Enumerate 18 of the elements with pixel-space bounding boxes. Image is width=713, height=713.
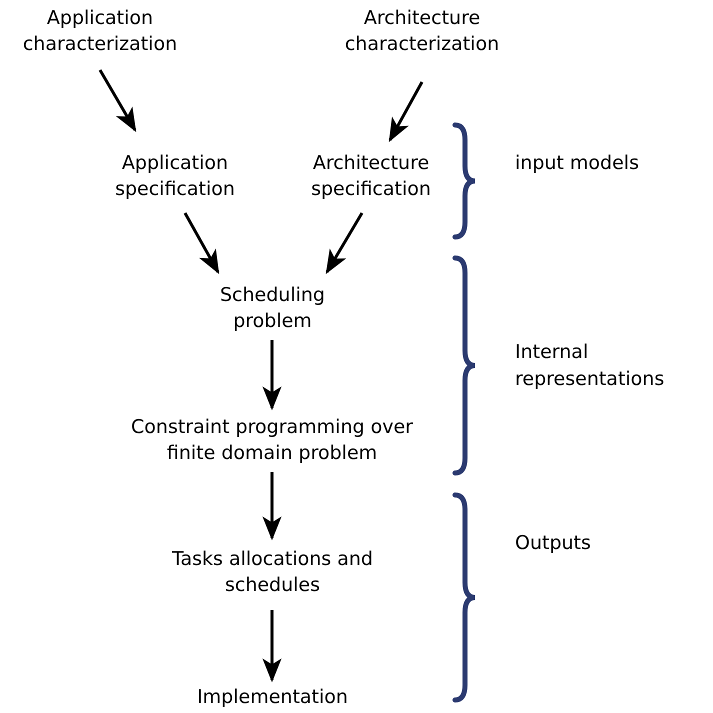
arrow xyxy=(326,212,364,274)
node-label: Architecture characterization xyxy=(344,6,500,57)
group-label: input models xyxy=(515,151,640,176)
node-label: Constraint programming over finite domain problem xyxy=(130,415,414,466)
arrow xyxy=(184,212,220,274)
node-label: Application characterization xyxy=(22,6,178,57)
node-label: Application specification xyxy=(114,151,236,202)
node-label: Architecture specification xyxy=(310,151,432,202)
node-label: Tasks allocations and schedules xyxy=(171,547,374,598)
group-label: Internal representations xyxy=(515,340,666,392)
node-label: Implementation xyxy=(197,685,348,710)
group-label: Outputs xyxy=(515,531,592,556)
node-label: Scheduling problem xyxy=(218,283,326,334)
arrow xyxy=(388,81,424,142)
arrow xyxy=(262,472,282,540)
arrow xyxy=(262,610,282,682)
arrow xyxy=(262,340,282,410)
arrow xyxy=(98,69,136,132)
